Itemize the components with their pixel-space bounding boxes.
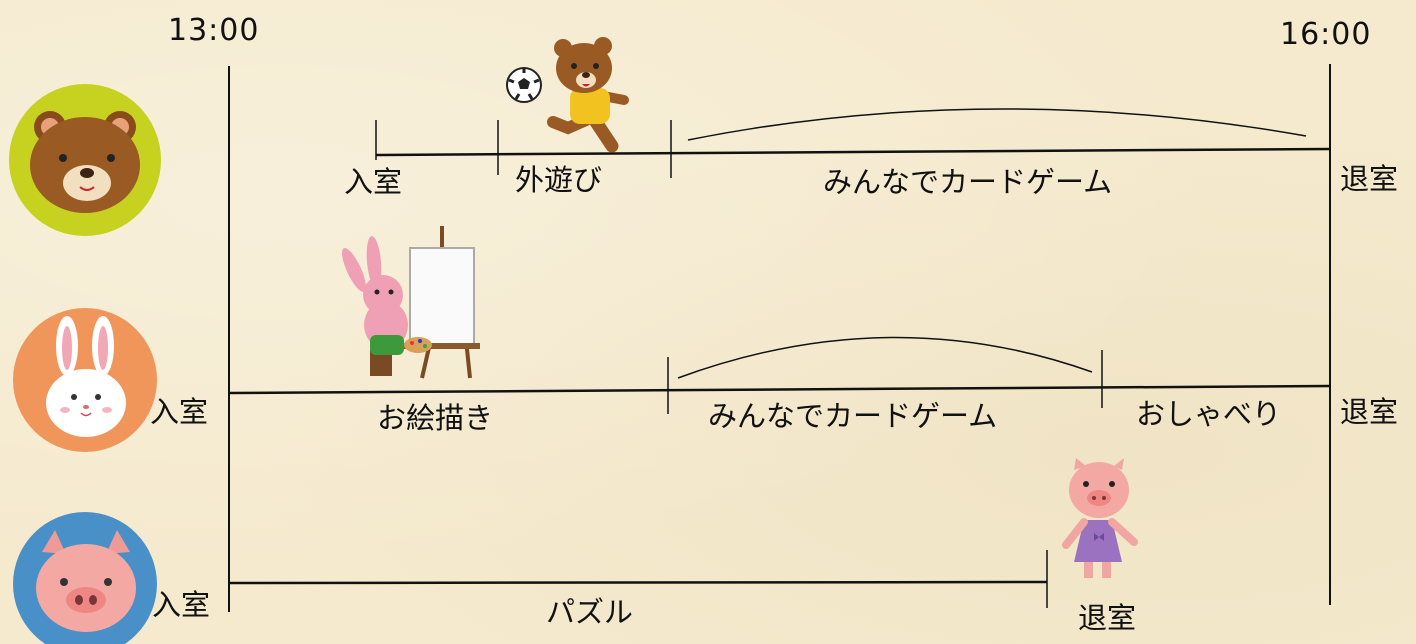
rabbit-painting-icon <box>342 226 480 379</box>
rabbit-timeline <box>228 384 1331 395</box>
rabbit-activity-label: みんなでカードゲーム <box>708 399 998 433</box>
pig-activity-label: パズル <box>546 595 634 629</box>
pig-standing-icon <box>1062 458 1138 578</box>
soccer-ball-icon <box>506 67 542 103</box>
bear-cardgame-arc <box>687 108 1307 141</box>
bear-soccer-icon <box>547 37 629 153</box>
rabbit-activity-label: おしゃべり <box>1136 397 1282 431</box>
rabbit-face-icon <box>13 308 157 452</box>
rabbit-cardgame-arc <box>677 336 1093 379</box>
pig-exit-label: 退室 <box>1078 601 1137 635</box>
end-time-label: 16:00 <box>1280 17 1372 52</box>
bear-enter-label: 入室 <box>344 165 403 199</box>
bear-activity-label: みんなでカードゲーム <box>823 165 1113 199</box>
pig-timeline <box>228 580 1048 585</box>
bear-exit-label: 退室 <box>1340 162 1399 196</box>
rabbit-enter-label: 入室 <box>150 395 209 429</box>
start-time-label: 13:00 <box>168 13 260 48</box>
bear-timeline <box>375 147 1331 157</box>
rabbit-activity-label: お絵描き <box>377 401 494 435</box>
rabbit-exit-label: 退室 <box>1340 395 1399 429</box>
pig-face-icon <box>13 512 157 644</box>
bear-activity-label: 外遊び <box>515 163 603 197</box>
pig-enter-label: 入室 <box>152 588 211 622</box>
bear-face-icon <box>9 84 161 236</box>
